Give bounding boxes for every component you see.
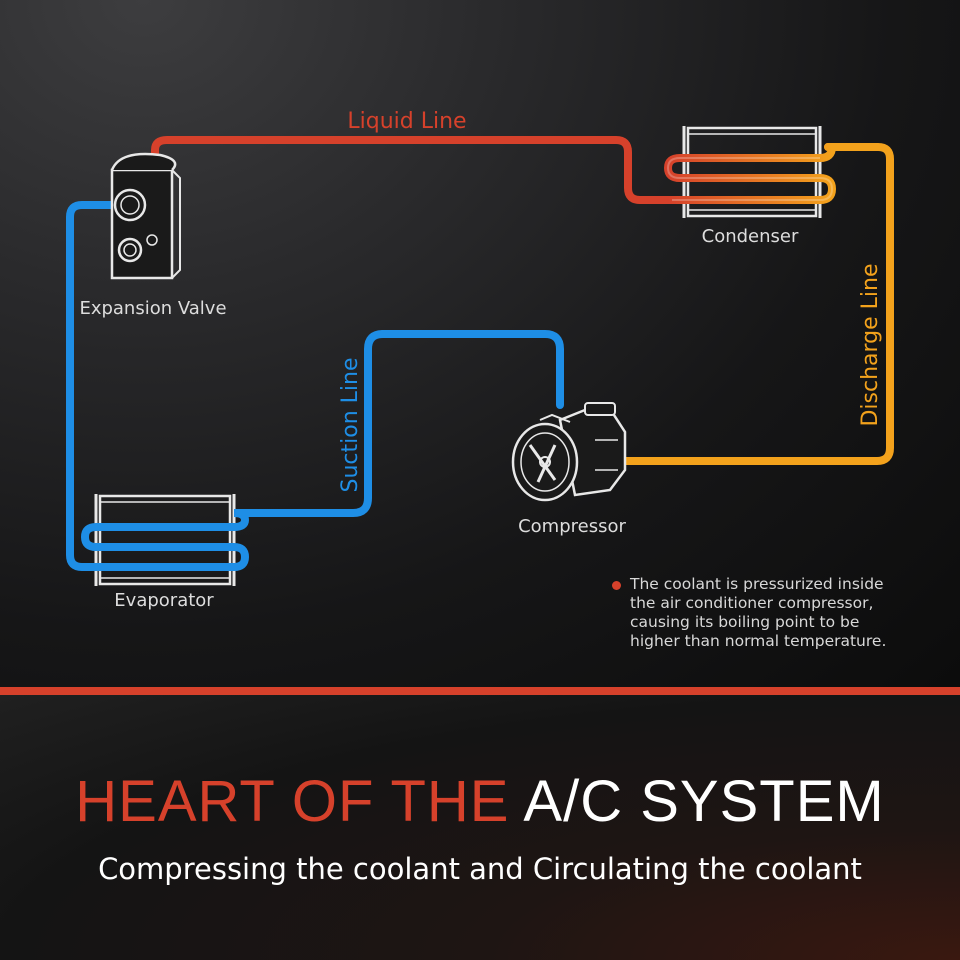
condenser <box>663 126 837 218</box>
suction-line-pipe <box>239 330 564 517</box>
suction-line-label: Suction Line <box>338 358 363 493</box>
evaporator-label: Evaporator <box>114 590 214 611</box>
expansion-valve <box>110 152 181 280</box>
diagram-panel <box>0 0 960 688</box>
ac-cycle-diagram: Liquid Line Discharge Line Suction Line … <box>66 109 894 611</box>
compressor <box>511 402 627 502</box>
page-subtitle: Compressing the coolant and Circulating … <box>98 852 862 886</box>
compressor-note: The coolant is pressurized inside the ai… <box>612 575 912 651</box>
compressor-label: Compressor <box>518 516 626 537</box>
condenser-label: Condenser <box>702 226 799 247</box>
evaporator <box>80 494 250 586</box>
page-title: HEART OF THE A/C SYSTEM <box>0 768 960 835</box>
discharge-line-label: Discharge Line <box>858 263 883 426</box>
liquid-line-label: Liquid Line <box>347 109 466 134</box>
discharge-line-pipe <box>608 143 894 465</box>
title-panel <box>0 695 960 960</box>
evaporator-feed-pipe <box>66 201 116 571</box>
note-text: The coolant is pressurized inside the ai… <box>630 575 887 650</box>
bullet-dot <box>612 581 621 590</box>
liquid-line-pipe <box>151 136 676 204</box>
expansion-valve-label: Expansion Valve <box>79 298 226 319</box>
title-part-2: A/C SYSTEM <box>523 769 885 834</box>
title-part-1: HEART OF THE <box>75 769 510 834</box>
red-divider <box>0 687 960 695</box>
